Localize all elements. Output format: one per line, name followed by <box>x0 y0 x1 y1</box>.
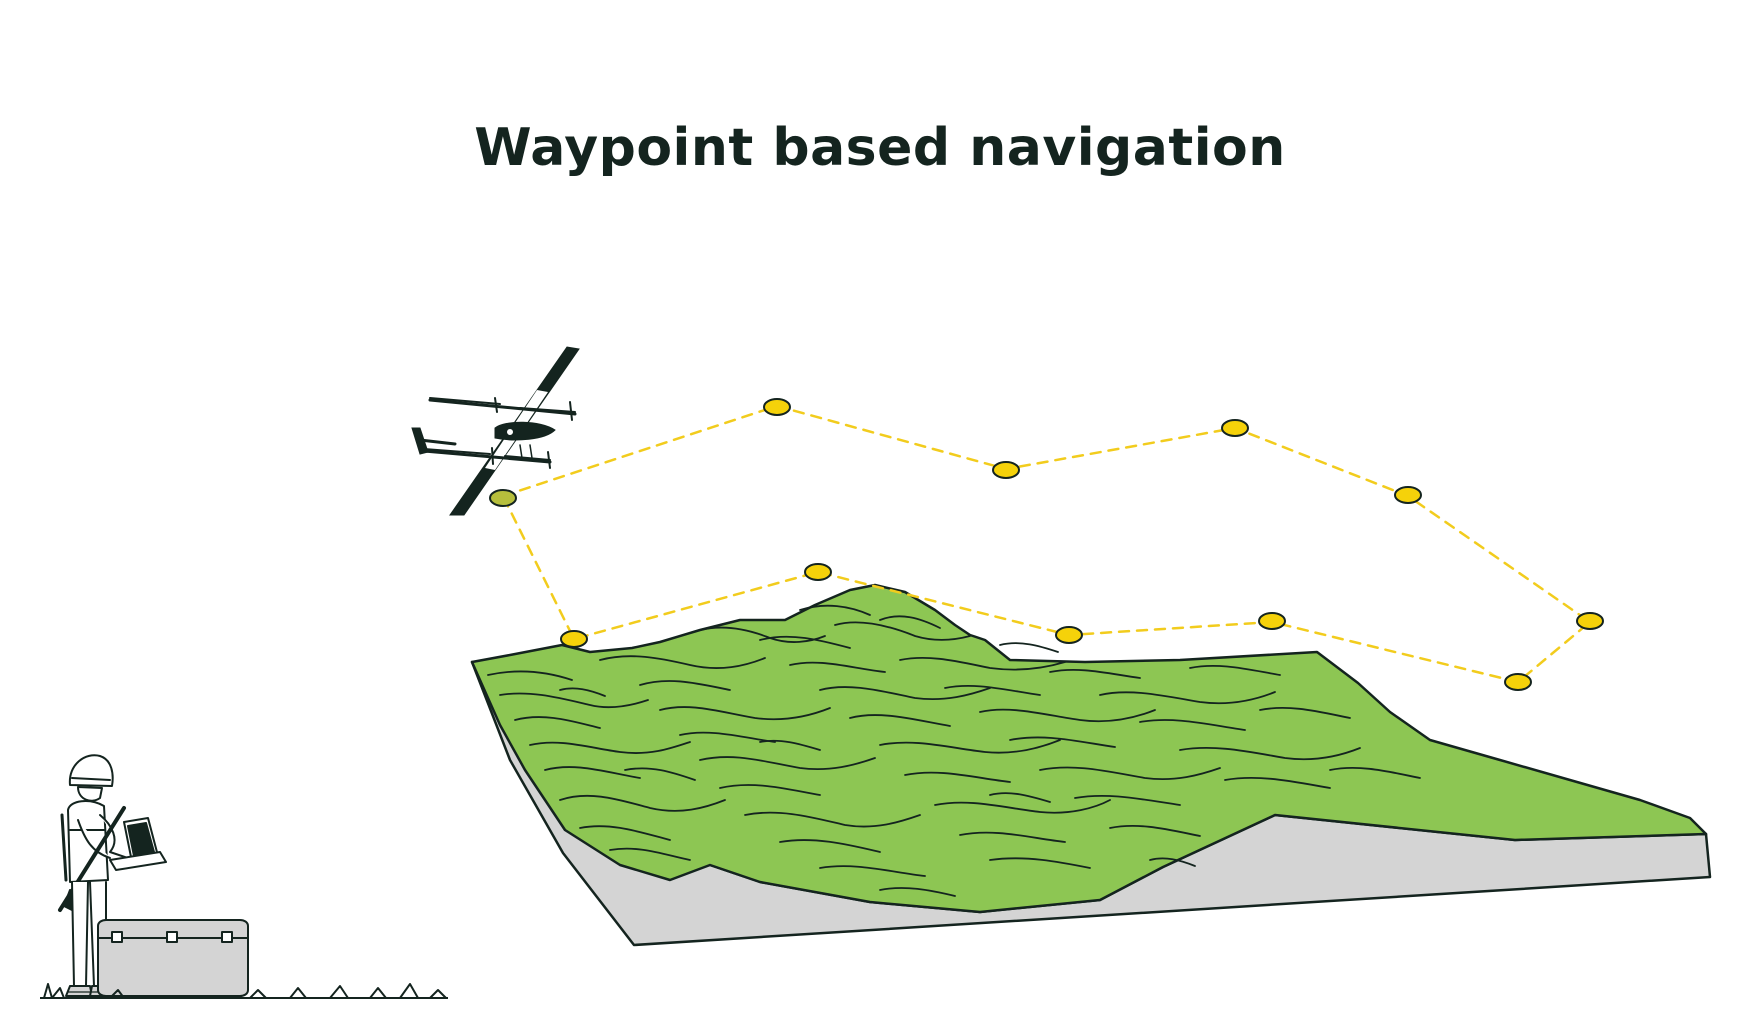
soldier-operator-icon <box>58 754 167 997</box>
equipment-case-icon <box>97 919 249 997</box>
terrain-block <box>470 583 1712 947</box>
vtol-drone-icon <box>411 346 580 516</box>
flight-route <box>501 404 1593 684</box>
terrain-contours <box>487 604 1421 897</box>
waypoint-marker-current <box>489 489 517 507</box>
waypoints <box>489 398 1604 691</box>
waypoint-marker <box>1055 626 1083 644</box>
waypoint-marker <box>560 630 588 648</box>
waypoint-marker <box>1258 612 1286 630</box>
diagram-title: Waypoint based navigation <box>474 118 1286 178</box>
waypoint-marker <box>804 563 832 581</box>
waypoint-marker <box>763 398 791 416</box>
terrain-surface <box>470 583 1708 914</box>
waypoint-marker <box>992 461 1020 479</box>
waypoint-marker <box>1576 612 1604 630</box>
waypoint-marker <box>1504 673 1532 691</box>
waypoint-marker <box>1221 419 1249 437</box>
waypoint-marker <box>1394 486 1422 504</box>
ground-line <box>40 983 448 999</box>
route-upper-leg <box>501 404 1593 684</box>
